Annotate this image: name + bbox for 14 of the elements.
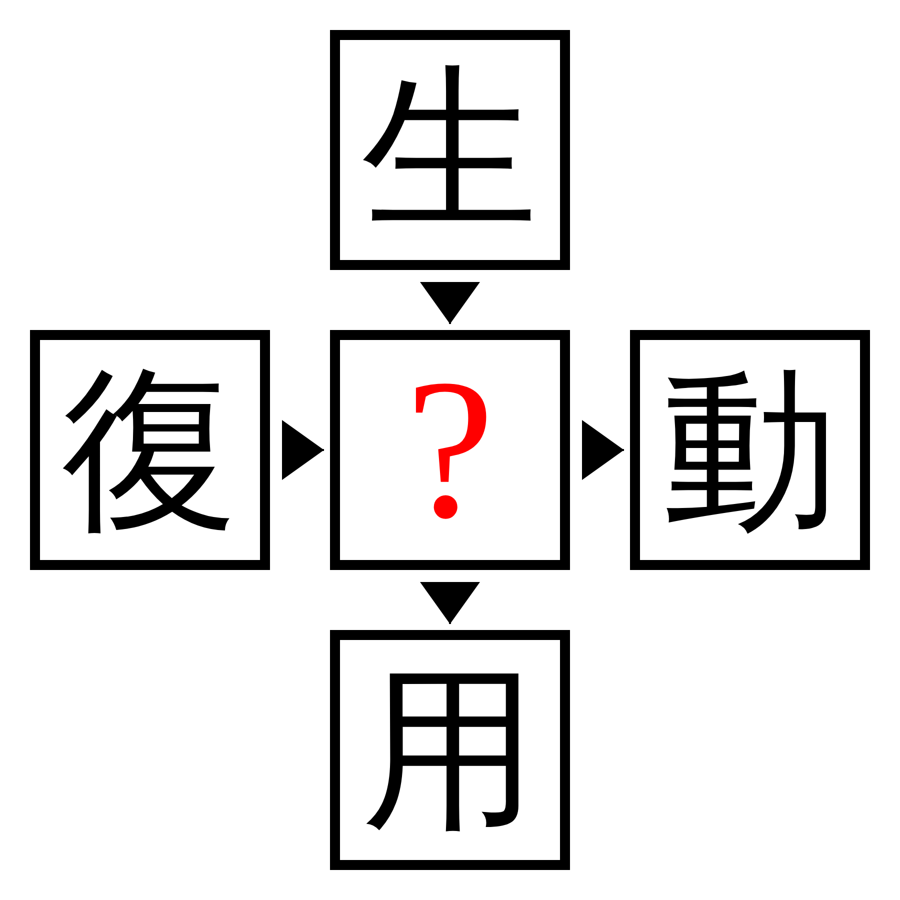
arrow [282, 420, 324, 480]
character-box [330, 630, 570, 870]
kanji-character: 動 [662, 362, 838, 538]
character-box [630, 330, 870, 570]
kanji-character: 生 [362, 62, 538, 238]
arrow [420, 582, 480, 624]
question-mark: ? [406, 350, 494, 550]
kanji-character: 用 [362, 662, 538, 838]
character-box [330, 30, 570, 270]
arrow [420, 282, 480, 324]
arrow [582, 420, 624, 480]
character-box [330, 330, 570, 570]
kanji-character: 復 [62, 362, 238, 538]
character-box [30, 330, 270, 570]
